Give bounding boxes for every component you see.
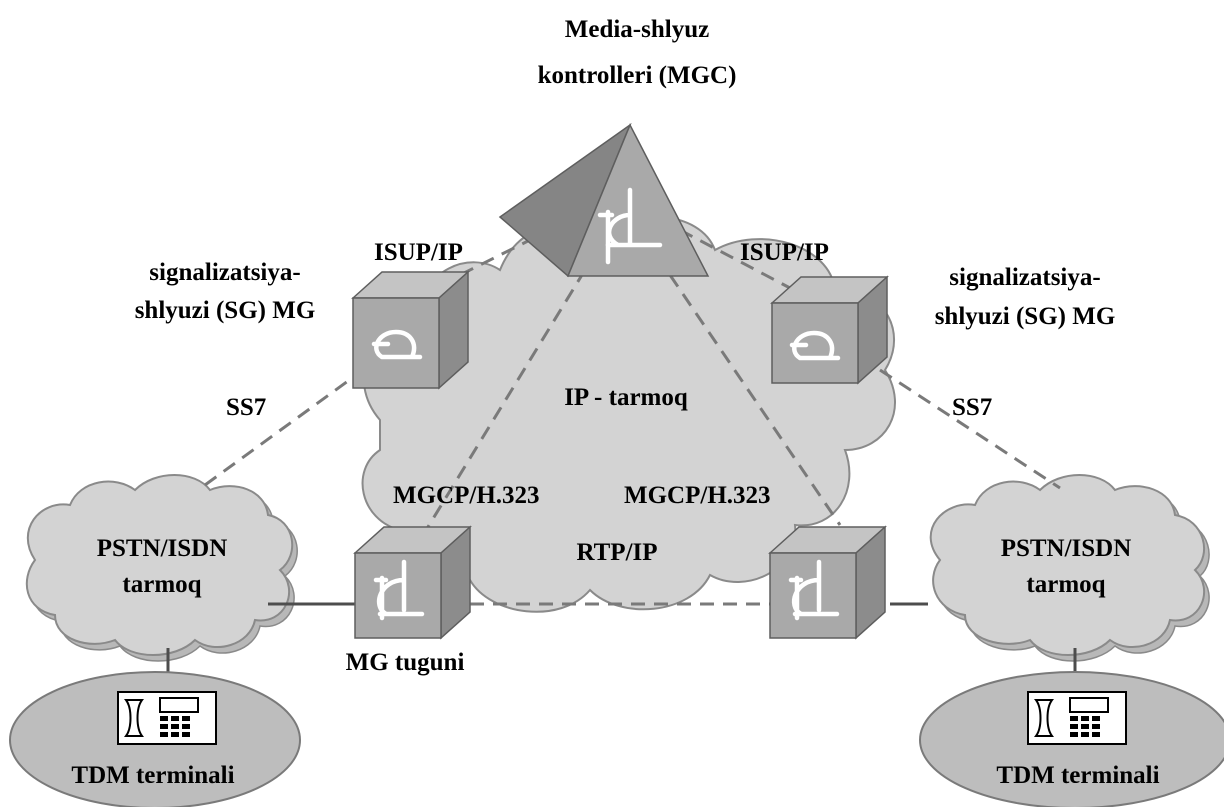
media-gateway-icon (788, 559, 840, 621)
sg-left-line1: signalizatsiya- (149, 259, 300, 286)
pstn-cloud-right (929, 474, 1210, 662)
tdm-terminal-right (919, 671, 1224, 807)
mgc-pyramid (498, 122, 710, 278)
mgc-title-line1: Media-shlyuz (565, 16, 709, 43)
pstn-right-line2: tarmoq (1026, 571, 1105, 598)
tdm-left-label: TDM terminali (71, 762, 234, 789)
mgcp-label-right: MGCP/H.323 (624, 482, 771, 509)
mgcp-link-left (418, 269, 587, 541)
physical-links (166, 602, 1077, 680)
ss7-label-left: SS7 (226, 394, 266, 421)
ip-network-label: IP - tarmoq (564, 384, 688, 411)
ss7-link-left (204, 363, 371, 487)
media-gateway-controller-icon (597, 187, 663, 265)
media-gateway-right (768, 525, 887, 640)
media-gateway-left (353, 525, 472, 640)
isup-label-left: ISUP/IP (374, 239, 463, 266)
media-gateway-icon (373, 559, 425, 621)
mgcp-link-right (668, 274, 842, 526)
pstn-left-line2: tarmoq (122, 571, 201, 598)
telephone-icon (117, 691, 217, 745)
mgcp-label-left: MGCP/H.323 (393, 482, 540, 509)
sg-left-line2: shlyuzi (SG) MG (135, 297, 316, 324)
telephone-icon (1027, 691, 1127, 745)
rtp-label: RTP/IP (576, 539, 657, 566)
sg-right-line1: signalizatsiya- (949, 264, 1100, 291)
signaling-gateway-icon (371, 329, 423, 360)
tdm-terminal-left (9, 671, 301, 807)
sg-gateway-left (351, 270, 470, 390)
pstn-right-line1: PSTN/ISDN (1001, 535, 1132, 562)
isup-link-right (679, 228, 791, 290)
sg-right-line2: shlyuzi (SG) MG (935, 303, 1116, 330)
mg-node-label: MG tuguni (346, 649, 465, 676)
ss7-link-right (879, 368, 1061, 490)
mgc-title-line2: kontrolleri (MGC) (538, 62, 737, 89)
sg-gateway-right (770, 275, 889, 385)
link-lines (204, 223, 1061, 606)
pstn-left-line1: PSTN/ISDN (97, 535, 228, 562)
signaling-gateway-icon (789, 330, 841, 361)
tdm-right-label: TDM terminali (996, 762, 1159, 789)
ss7-label-right: SS7 (952, 394, 992, 421)
isup-label-right: ISUP/IP (740, 239, 829, 266)
pstn-cloud-left (25, 474, 298, 662)
